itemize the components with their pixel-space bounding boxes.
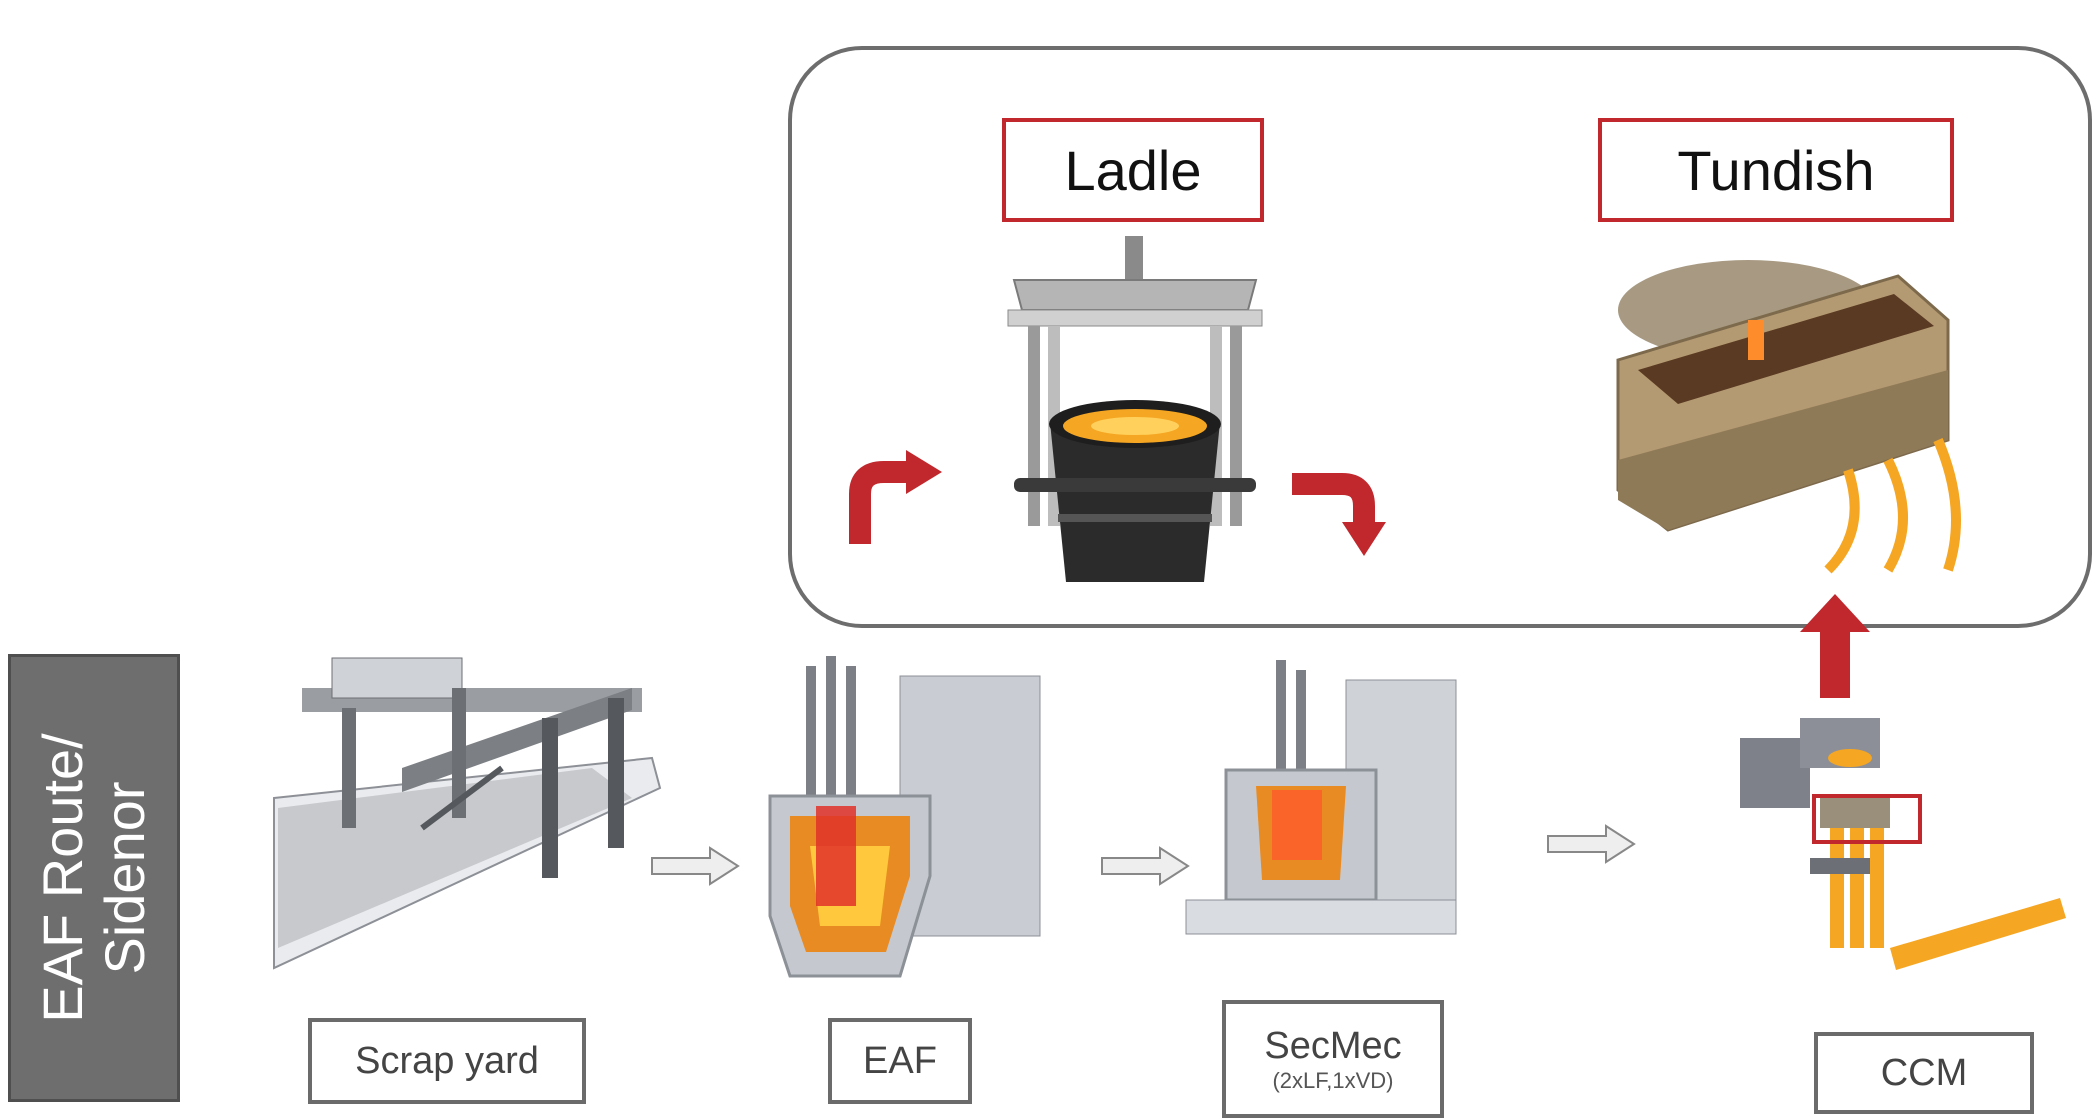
- stage-label: EAF: [863, 1040, 937, 1082]
- tundish-bath: [1638, 294, 1934, 404]
- red-arrow-into-ladle: [849, 450, 942, 544]
- ccm-strand-3: [1870, 828, 1884, 948]
- crane-trolley: [331, 657, 463, 699]
- stage-box-secmec: SecMec (2xLF,1xVD): [1222, 1000, 1444, 1118]
- ccm-strand-1: [1830, 828, 1844, 948]
- route-label-line2: Sidenor: [93, 781, 156, 975]
- ccm-runout: [1890, 898, 2066, 970]
- ladle-hook-shaft: [1125, 236, 1143, 282]
- stage-label: Scrap yard: [355, 1040, 539, 1082]
- flow-arrow-2: [1101, 846, 1190, 886]
- tundish-label: Tundish: [1677, 138, 1875, 202]
- flow-arrow-1: [651, 846, 740, 886]
- ladle-molten-core: [1091, 417, 1179, 435]
- scrap-yard-illustration: [273, 657, 662, 970]
- ladle-label-box: Ladle: [1002, 118, 1264, 222]
- stage-box-scrap-yard: Scrap yard: [308, 1018, 586, 1104]
- ccm-roll: [1810, 858, 1870, 874]
- ccm-tundish: [1820, 798, 1890, 828]
- ccm-strand-2: [1850, 828, 1864, 948]
- secmec-electrode-1: [1276, 660, 1286, 790]
- ladle-band: [1058, 514, 1212, 522]
- eaf-arc: [816, 806, 856, 906]
- column-1: [342, 708, 356, 828]
- ladle-beam-lower: [1007, 309, 1263, 327]
- eaf-illustration: [768, 656, 1041, 978]
- ladle-illustration: [1007, 236, 1263, 582]
- ladle-trunnion: [1014, 478, 1256, 492]
- secmec-glow: [1272, 790, 1322, 860]
- ladle-beam: [1012, 279, 1258, 311]
- ladle-hanger-right2: [1230, 326, 1242, 526]
- electrode-1: [806, 666, 816, 816]
- arrow-shaft: [849, 461, 908, 544]
- ladle-label: Ladle: [1064, 138, 1202, 202]
- ladle-hanger-left: [1028, 326, 1040, 526]
- arrow-shape: [1800, 594, 1870, 698]
- red-arrow-out-of-ladle: [1292, 473, 1386, 556]
- electrode-2: [826, 656, 836, 816]
- brace: [420, 765, 504, 831]
- ccm-illustration: [1740, 718, 2066, 970]
- route-label-line1: EAF Route/: [31, 733, 94, 1023]
- ladle-body: [1050, 422, 1220, 582]
- column-4: [608, 698, 624, 848]
- flow-arrow-3: [1547, 824, 1636, 864]
- route-label-text: EAF Route/ Sidenor: [31, 733, 156, 1023]
- arrow-shaft: [1292, 473, 1375, 526]
- column-2: [452, 688, 466, 818]
- strand-1: [1824, 468, 1860, 574]
- red-arrow-up: [1800, 594, 1870, 698]
- tundish-illustration: [1616, 260, 1961, 574]
- ccm-ladle-steel: [1828, 749, 1872, 767]
- strand-3: [1933, 438, 1961, 572]
- secmec-electrode-2: [1296, 670, 1306, 790]
- electrode-3: [846, 666, 856, 816]
- stage-sublabel: (2xLF,1xVD): [1272, 1068, 1394, 1093]
- tundish-label-box: Tundish: [1598, 118, 1954, 222]
- stage-label: CCM: [1880, 1052, 1968, 1094]
- column-3: [542, 718, 558, 878]
- ccm-tundish-highlight: [1812, 794, 1922, 844]
- tundish-base: [1618, 370, 1948, 530]
- secmec-base: [1185, 899, 1457, 935]
- stage-box-eaf: EAF: [828, 1018, 972, 1104]
- arrow-shape: [1547, 824, 1636, 864]
- ccm-ladle-support: [1740, 738, 1810, 808]
- stage-box-ccm: CCM: [1814, 1032, 2034, 1114]
- strand-2: [1883, 457, 1908, 573]
- arrow-head: [906, 450, 942, 494]
- stage-label: SecMec: [1264, 1025, 1402, 1067]
- tundish-stream: [1748, 320, 1764, 360]
- secmec-illustration: [1185, 660, 1457, 935]
- arrow-shape: [651, 846, 740, 886]
- arrow-shape: [1101, 846, 1190, 886]
- arrow-head: [1342, 522, 1386, 556]
- route-label: EAF Route/ Sidenor: [8, 654, 180, 1102]
